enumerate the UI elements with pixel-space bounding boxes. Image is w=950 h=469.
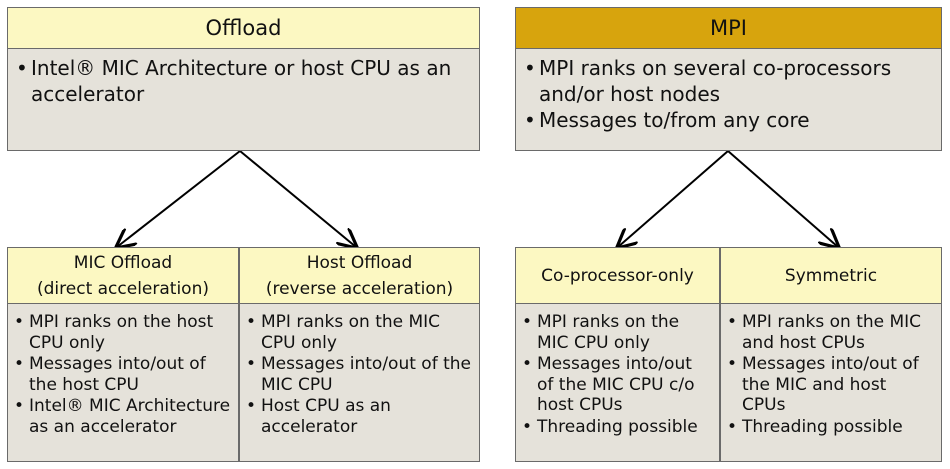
- mpi-header: MPI: [515, 7, 942, 49]
- mic-offload-body: •MPI ranks on the host CPU only •Message…: [7, 304, 239, 462]
- offload-body: •Intel® MIC Architecture or host CPU as …: [7, 49, 480, 151]
- offload-header: Offload: [7, 7, 480, 49]
- symmetric-bullet: •Threading possible: [727, 416, 903, 437]
- coprocessor-only-bullet: •MPI ranks on the MIC CPU only: [522, 312, 680, 353]
- arrow-mpi-to-coprocessor: [618, 150, 729, 247]
- host-offload-bullet: •Messages into/out of the MIC CPU: [246, 354, 471, 395]
- mpi-bullet: •MPI ranks on several co-processors and/…: [524, 56, 892, 106]
- mic-offload-bullet: •Messages into/out of the host CPU: [14, 354, 206, 395]
- host-offload-bullet: •Host CPU as an accelerator: [246, 396, 391, 437]
- mic-offload-title: MIC Offload: [73, 252, 173, 273]
- coprocessor-only-header: Co-processor-only: [515, 247, 720, 304]
- coprocessor-only-title: Co-processor-only: [541, 265, 694, 286]
- mic-offload-header: MIC Offload (direct acceleration): [7, 247, 239, 304]
- symmetric-body: •MPI ranks on the MIC and host CPUs •Mes…: [720, 304, 942, 462]
- host-offload-header: Host Offload (reverse acceleration): [239, 247, 480, 304]
- mic-offload-bullet: •Intel® MIC Architecture as an accelerat…: [14, 396, 231, 437]
- symmetric-bullet: •Messages into/out of the MIC and host C…: [727, 354, 919, 415]
- arrow-offload-to-host-offload: [239, 150, 356, 247]
- mpi-bullet: •Messages to/from any core: [524, 108, 810, 132]
- host-offload-bullet: •MPI ranks on the MIC CPU only: [246, 312, 441, 353]
- host-offload-title: Host Offload: [306, 252, 413, 273]
- coprocessor-only-bullet: •Messages into/out of the MIC CPU c/o ho…: [522, 354, 695, 415]
- mic-offload-subtitle: (direct acceleration): [37, 278, 209, 299]
- arrow-mpi-to-symmetric: [727, 150, 838, 247]
- mic-offload-bullet: •MPI ranks on the host CPU only: [14, 312, 214, 353]
- symmetric-title: Symmetric: [784, 265, 878, 286]
- offload-bullet: •Intel® MIC Architecture or host CPU as …: [16, 56, 452, 106]
- arrow-offload-to-mic-offload: [117, 150, 241, 247]
- symmetric-header: Symmetric: [720, 247, 942, 304]
- coprocessor-only-bullet: •Threading possible: [522, 416, 698, 437]
- mpi-body: •MPI ranks on several co-processors and/…: [515, 49, 942, 151]
- symmetric-bullet: •MPI ranks on the MIC and host CPUs: [727, 312, 922, 353]
- host-offload-body: •MPI ranks on the MIC CPU only •Messages…: [239, 304, 480, 462]
- mpi-title: MPI: [710, 16, 747, 40]
- host-offload-subtitle: (reverse acceleration): [265, 278, 454, 299]
- coprocessor-only-body: •MPI ranks on the MIC CPU only •Messages…: [515, 304, 720, 462]
- offload-title: Offload: [205, 16, 282, 40]
